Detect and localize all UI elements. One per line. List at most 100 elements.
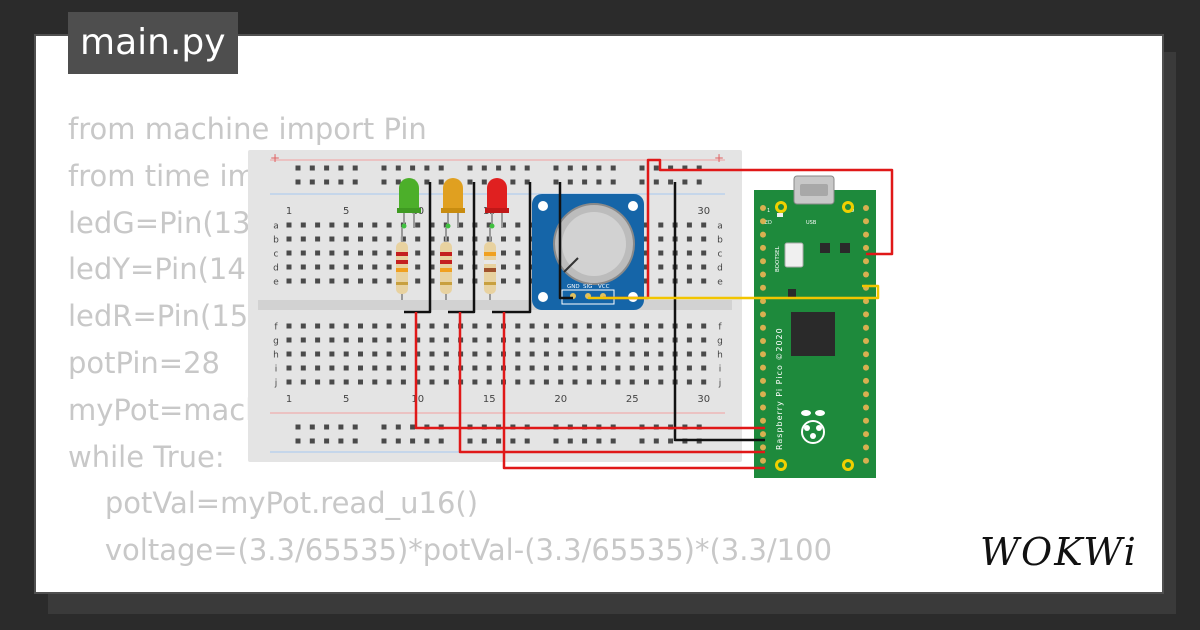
code-line: potPin=28 (68, 345, 221, 380)
breadboard-hole (400, 351, 406, 357)
breadboard-hole (644, 365, 649, 371)
rail-plus-label: + (270, 151, 280, 165)
wires[interactable] (404, 158, 894, 470)
breadboard-hole (386, 250, 392, 256)
breadboard-hole (501, 236, 506, 242)
breadboard-hole (386, 323, 392, 329)
breadboard-hole (315, 250, 321, 256)
rail-hole (381, 165, 387, 171)
rail-hole (524, 438, 530, 444)
breadboard-hole (329, 323, 335, 329)
code-line: from machine import Pin (68, 112, 427, 146)
pico-pin (863, 298, 869, 305)
breadboard-hole (329, 278, 335, 284)
pico-pin (760, 364, 766, 371)
breadboard-hole (343, 250, 349, 256)
breadboard-hole (644, 278, 649, 284)
breadboard-hole (443, 351, 449, 357)
breadboard-hole (300, 250, 306, 256)
breadboard-hole (315, 379, 321, 385)
rail-hole (324, 165, 330, 171)
rail-hole (381, 424, 387, 430)
resistor-red[interactable] (484, 228, 496, 300)
breadboard-hole (658, 264, 664, 270)
row-letter: e (717, 278, 723, 288)
rail-hole (410, 438, 416, 444)
breadboard-hole (629, 379, 635, 385)
row-letter: g (273, 337, 279, 347)
breadboard-hole (286, 278, 292, 284)
rail-hole (668, 179, 674, 185)
rail-hole (295, 438, 301, 444)
wire-gnd-pico (673, 182, 765, 442)
resistor-yellow[interactable] (440, 228, 452, 300)
breadboard-hole (586, 379, 592, 385)
breadboard-hole (343, 365, 349, 371)
breadboard-hole (372, 365, 378, 371)
breadboard-hole (472, 323, 478, 329)
breadboard-hole (415, 323, 421, 329)
rail-hole (467, 438, 473, 444)
breadboard-hole (472, 351, 478, 357)
rail-hole (696, 165, 702, 171)
rail-hole (510, 165, 516, 171)
breadboard-hole (300, 337, 306, 343)
row-letter: f (718, 323, 722, 333)
breadboard-hole (615, 351, 621, 357)
breadboard-hole (686, 250, 692, 256)
rail-hole (481, 438, 487, 444)
resistor-green[interactable] (396, 228, 408, 300)
breadboard-hole (343, 379, 349, 385)
breadboard-hole (515, 236, 521, 242)
breadboard-hole (701, 264, 707, 270)
breadboard-hole (429, 337, 435, 343)
breadboard-hole (358, 250, 363, 256)
rail-hole (639, 179, 645, 185)
led-green[interactable] (397, 178, 421, 229)
breadboard-hole (543, 365, 549, 371)
breadboard-hole (686, 379, 692, 385)
breadboard-hole (529, 337, 535, 343)
breadboard-hole (472, 337, 478, 343)
breadboard-hole (286, 222, 292, 228)
breadboard-hole (644, 323, 649, 329)
rail-hole (682, 179, 688, 185)
breadboard-hole (558, 379, 564, 385)
breadboard-hole (572, 337, 578, 343)
code-line: while True: (68, 439, 225, 474)
breadboard-hole (629, 351, 635, 357)
breadboard-hole (615, 365, 621, 371)
potentiometer[interactable]: GND SIG VCC (532, 194, 644, 310)
led-yellow[interactable] (441, 178, 465, 229)
led-red[interactable] (485, 178, 509, 229)
rail-hole (295, 179, 301, 185)
pico-pin (760, 271, 766, 278)
pico-pin (863, 311, 869, 318)
row-letter: e (273, 278, 279, 288)
breadboard-hole (501, 250, 506, 256)
rail-hole (381, 438, 387, 444)
breadboard-hole (686, 323, 692, 329)
breadboard-hole (686, 278, 692, 284)
rail-hole (696, 179, 702, 185)
breadboard-hole (701, 351, 707, 357)
file-tab[interactable]: main.py (68, 12, 238, 74)
breadboard-hole (515, 365, 521, 371)
wire-gnd-rail (448, 182, 476, 314)
raspberry-pi-pico[interactable]: LED USB 1 39 BOOTSEL Raspberry Pi Pico ©… (754, 175, 876, 478)
breadboard-hole (443, 365, 449, 371)
rail-hole (524, 179, 530, 185)
row-letter: i (719, 365, 722, 375)
breadboard-hole (358, 264, 363, 270)
breadboard-hole (358, 351, 363, 357)
pico-pin (760, 258, 766, 265)
row-letter: c (718, 250, 723, 260)
pico-pin (760, 431, 766, 438)
pico-pin (863, 338, 869, 344)
pico-pin (863, 457, 869, 464)
column-number: 10 (411, 394, 424, 405)
breadboard-hole (701, 337, 707, 343)
breadboard-hole (529, 365, 535, 371)
breadboard-hole (701, 323, 707, 329)
breadboard-hole (658, 278, 664, 284)
